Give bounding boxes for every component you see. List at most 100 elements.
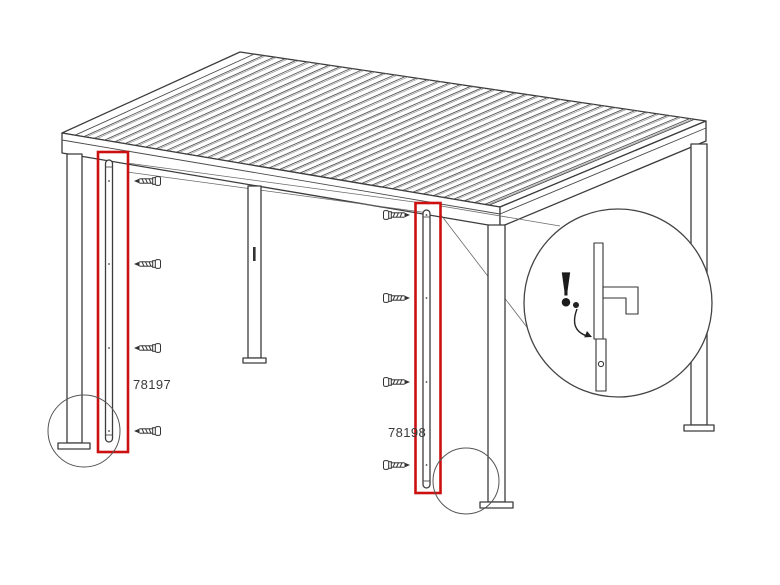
screw-icon — [133, 176, 161, 186]
screw-hole — [425, 464, 428, 466]
part-label-78197: 78197 — [133, 377, 171, 392]
roof-louver-slat — [209, 75, 398, 159]
post-foot — [479, 501, 514, 509]
roof-louver-slat — [404, 105, 605, 192]
cover-channel-78197 — [104, 159, 114, 443]
roof-louver-slat — [155, 66, 340, 150]
roof-louver-slats — [83, 55, 693, 206]
roof-louver-slat — [260, 83, 452, 167]
roof-louver-slat — [373, 100, 573, 186]
roof-louver-slat — [207, 74, 395, 158]
roof-louver-slat — [199, 73, 387, 157]
roof-louver-slat — [217, 76, 406, 160]
post-keyhole-slot — [253, 247, 256, 261]
screw-icon — [133, 343, 161, 353]
roof-louver-slat — [178, 70, 365, 153]
magnified-detail-callout: ! — [523, 208, 713, 398]
roof-louver-slat — [422, 108, 625, 195]
screw-hole — [425, 381, 428, 383]
roof-louver-slat — [340, 95, 537, 181]
post-body — [247, 185, 262, 359]
cover-channel-78198 — [422, 209, 431, 489]
magnifier-circle — [523, 208, 713, 398]
fascia-right-lip-line — [499, 127, 707, 215]
part-label-78198: 78198 — [388, 425, 426, 440]
roof-louver-slat — [291, 87, 485, 173]
roof-louver-slat — [135, 63, 319, 146]
roof-louver-slat — [258, 82, 450, 167]
screw-icon — [133, 259, 161, 269]
roof-louver-slat — [353, 97, 551, 183]
roof-louver-slat — [188, 71, 376, 155]
roof-louver-slat — [278, 85, 472, 171]
roof-louver-slat — [425, 109, 627, 195]
roof-louver-slat — [186, 71, 373, 155]
post-back-left — [242, 185, 267, 364]
roof-louver-slat — [114, 59, 297, 143]
roof-louver-slat — [158, 66, 343, 150]
roof-louver-slat — [86, 55, 267, 138]
roof-louver-slat — [322, 92, 518, 178]
channel-hook-detail — [602, 286, 639, 315]
post-foot — [57, 442, 91, 450]
louvered-roof — [61, 51, 707, 228]
roof-louver-slat — [330, 93, 526, 179]
roof-louver-slat — [320, 92, 515, 178]
channel-profile-detail — [593, 242, 604, 340]
roof-louver-slat — [165, 67, 351, 152]
leader-line — [126, 162, 430, 205]
roof-louver-slat — [124, 61, 308, 145]
roof-louver-slat — [168, 68, 354, 152]
roof-louver-slat — [196, 72, 384, 157]
fascia-front-lip-line — [61, 139, 501, 215]
magnifier-cone-line — [440, 205, 561, 227]
post-front-left — [57, 153, 91, 450]
roof-louver-slat — [332, 94, 529, 180]
channel-strip-right — [422, 209, 431, 489]
roof-louver-slat — [371, 100, 570, 186]
roof-louver-slat — [443, 111, 647, 198]
rotate-arrow-head — [584, 331, 592, 338]
post-body — [66, 153, 83, 444]
screw-hole — [108, 430, 110, 432]
pivot-dot — [573, 302, 579, 308]
screw-hole — [108, 263, 110, 265]
roof-louver-slat — [116, 60, 299, 143]
roof-louver-slat — [445, 112, 649, 199]
roof-right-fascia — [499, 120, 707, 228]
roof-end-frame-left — [74, 53, 255, 136]
roof-louver-slat — [227, 77, 417, 162]
screw-hole — [108, 180, 110, 182]
roof-louver-slat — [361, 98, 559, 185]
roof-louver-slat — [456, 113, 660, 200]
highlight-box-78198 — [414, 201, 442, 495]
roof-louver-slat — [301, 89, 496, 174]
post-foot — [242, 357, 267, 364]
roof-louver-slat — [240, 79, 431, 164]
screws-left — [133, 176, 161, 436]
roof-louver-slat — [363, 99, 562, 185]
roof-louver-slat — [381, 101, 581, 188]
screw-icon — [383, 293, 411, 303]
base-detail-circle-left — [47, 394, 121, 468]
roof-louver-slat — [484, 118, 690, 205]
roof-louver-slat — [281, 86, 474, 171]
roof-louver-slat — [433, 110, 636, 197]
roof-louver-slat — [466, 115, 671, 202]
roof-louver-slat — [384, 102, 584, 188]
roof-louver-slat — [309, 90, 504, 176]
roof-louver-slat — [106, 58, 288, 141]
roof-louver-slat — [476, 117, 682, 204]
roof-louver-slat — [486, 118, 693, 206]
roof-louver-slat — [271, 84, 463, 169]
screw-hole-detail — [597, 360, 605, 368]
roof-louver-slat — [104, 58, 286, 141]
post-face-detail — [595, 338, 607, 392]
post-front-right — [479, 224, 514, 509]
roof-louver-slat — [176, 69, 362, 153]
roof-louver-slat — [412, 106, 614, 193]
roof-louver-slat — [230, 78, 420, 162]
leader-line — [126, 171, 430, 214]
